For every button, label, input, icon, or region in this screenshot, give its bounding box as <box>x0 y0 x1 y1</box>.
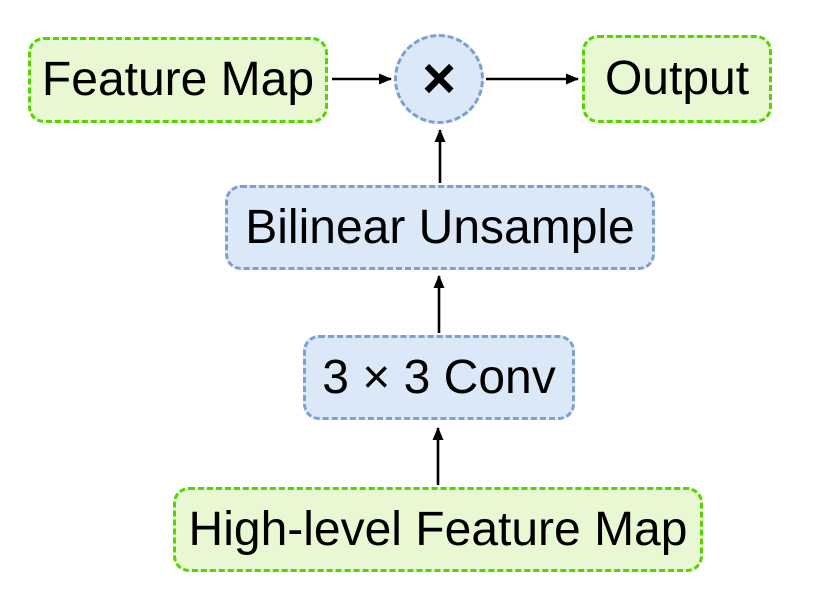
node-high-level-feature-map-label: High-level Feature Map <box>188 502 688 556</box>
node-output: Output <box>582 35 772 123</box>
node-conv-3x3-label: 3 × 3 Conv <box>322 350 556 404</box>
node-feature-map-label: Feature Map <box>41 53 315 106</box>
node-bilinear-upsample: Bilinear Unsample <box>225 185 655 270</box>
node-output-label: Output <box>604 52 750 105</box>
node-multiply-operator: × <box>394 34 484 124</box>
node-bilinear-upsample-label: Bilinear Unsample <box>245 200 635 254</box>
node-feature-map: Feature Map <box>28 37 328 123</box>
node-high-level-feature-map: High-level Feature Map <box>173 487 703 572</box>
multiply-icon: × <box>422 46 456 111</box>
node-conv-3x3: 3 × 3 Conv <box>303 335 575 420</box>
